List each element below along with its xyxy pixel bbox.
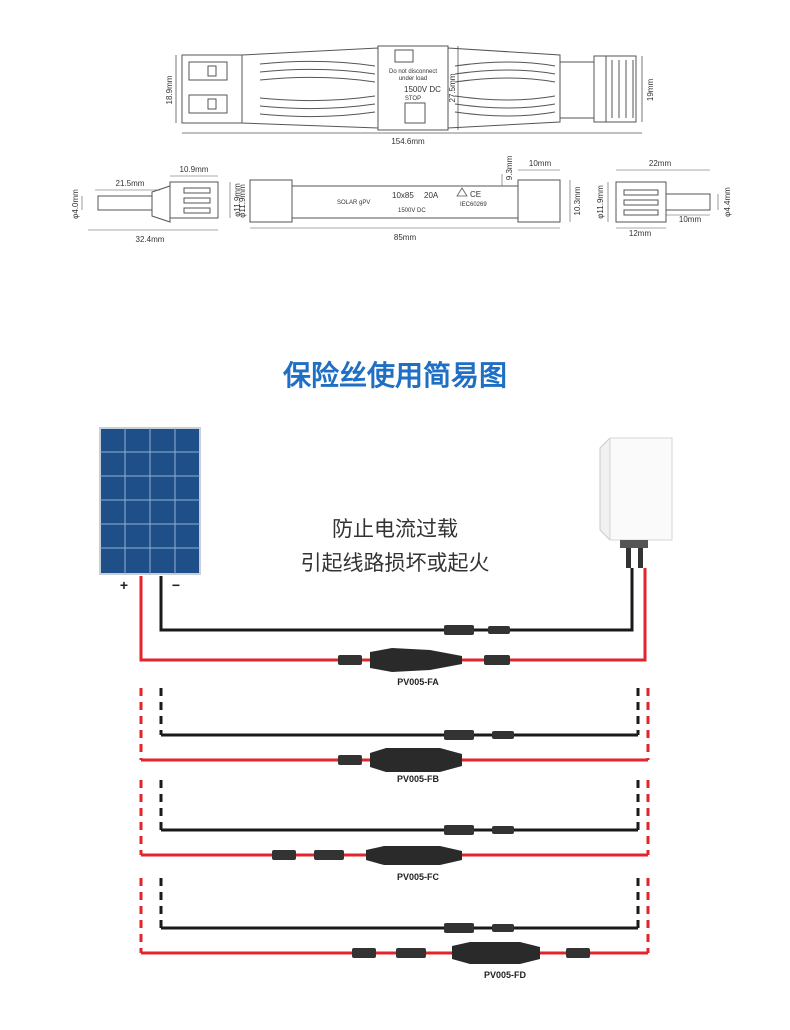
wiring-row-fc bbox=[139, 780, 650, 865]
connector-a-red-1 bbox=[338, 655, 362, 665]
minus-label: − bbox=[172, 577, 180, 593]
right-rib-3 bbox=[454, 77, 556, 83]
connector-b-black-2 bbox=[492, 731, 514, 739]
connector-a-black-2 bbox=[488, 626, 510, 634]
left-rib-1 bbox=[259, 60, 376, 67]
dim-right-height: 19mm bbox=[646, 79, 655, 102]
right-sleeve bbox=[559, 61, 595, 119]
fuse-holder-fc bbox=[366, 846, 462, 865]
connector-d-red-3 bbox=[566, 948, 590, 958]
voltage-label: 1500V DC bbox=[404, 85, 441, 94]
warning-label-line-1: Do not disconnect bbox=[389, 69, 437, 75]
inverter bbox=[599, 437, 673, 568]
right-rib-5 bbox=[454, 103, 556, 109]
female-connector-drawing bbox=[607, 169, 719, 229]
warning-line-1: 防止电流过载 bbox=[332, 517, 458, 541]
dim-left-total: 32.4mm bbox=[136, 235, 165, 244]
connector-c-black-1 bbox=[444, 825, 474, 835]
dim-right-body-dia: φ11.9mm bbox=[596, 185, 605, 219]
fuse-size: 10x85 bbox=[392, 191, 414, 200]
left-plug-slot-bottom bbox=[188, 94, 228, 114]
fuse-type: SOLAR gPV bbox=[337, 200, 370, 206]
connector-c-black-2 bbox=[492, 826, 514, 834]
right-rib-4 bbox=[454, 95, 556, 101]
dim-left-height: 18.9mm bbox=[165, 75, 174, 104]
wiring-row-fd bbox=[139, 878, 650, 964]
model-label-fc: PV005-FC bbox=[397, 872, 440, 882]
warning-line-2: 引起线路损坏或起火 bbox=[301, 551, 490, 575]
plus-label: + bbox=[120, 577, 128, 593]
fuse-voltage: 1500V DC bbox=[398, 208, 426, 214]
male-pin-drawing bbox=[81, 175, 231, 231]
top-connector-drawing bbox=[181, 45, 637, 131]
fuse-holder-fd bbox=[452, 942, 540, 964]
wiring-row-fa bbox=[139, 568, 647, 672]
dim-pin-length: 21.5mm bbox=[116, 179, 145, 188]
model-label-fb: PV005-FB bbox=[397, 774, 440, 784]
dim-right-width: 22mm bbox=[649, 159, 672, 168]
top-dimension-lines bbox=[175, 46, 643, 134]
dim-fuse-body-height: 10.3mm bbox=[573, 186, 582, 215]
dim-fuse-total: 85mm bbox=[394, 233, 417, 242]
connector-c-red-1 bbox=[272, 850, 296, 860]
dim-right-pin-dia: φ4.4mm bbox=[723, 187, 732, 217]
left-taper bbox=[241, 47, 379, 129]
fuse-rating: 20A bbox=[424, 191, 439, 200]
page-title: 保险丝使用简易图 bbox=[283, 359, 507, 392]
dim-fuse-body-dia: φ11.9mm bbox=[238, 184, 247, 218]
center-housing-lock bbox=[404, 102, 426, 124]
stop-label: STOP bbox=[405, 96, 421, 102]
connector-d-red-1 bbox=[352, 948, 376, 958]
left-rib-6 bbox=[259, 111, 376, 118]
dim-left-body-dia: φ11.9mm bbox=[233, 183, 242, 217]
dim-center-height: 27.5mm bbox=[448, 73, 457, 102]
right-nut bbox=[605, 55, 637, 123]
fuse-holder-fa bbox=[370, 648, 462, 672]
connector-d-black-1 bbox=[444, 923, 474, 933]
connector-d-red-2 bbox=[396, 948, 426, 958]
left-plug-pin-top bbox=[207, 65, 217, 77]
connector-b-black-1 bbox=[444, 730, 474, 740]
right-nut-ring bbox=[593, 55, 607, 123]
connector-c-red-2 bbox=[314, 850, 344, 860]
dim-body-width: 10.9mm bbox=[180, 165, 209, 174]
left-rib-5 bbox=[259, 103, 376, 110]
right-rib-1 bbox=[454, 61, 556, 67]
connector-a-red-2 bbox=[484, 655, 510, 665]
ce-mark-icon: CE bbox=[470, 190, 481, 199]
wiring-row-fb bbox=[139, 688, 650, 772]
right-rib-2 bbox=[454, 69, 556, 75]
model-label-fd: PV005-FD bbox=[484, 970, 527, 980]
dim-cap-width: 10mm bbox=[529, 159, 552, 168]
left-rib-2 bbox=[259, 68, 376, 75]
left-plug-slot-top bbox=[188, 61, 228, 81]
right-rib-6 bbox=[454, 111, 556, 117]
model-label-fa: PV005-FA bbox=[397, 677, 439, 687]
warning-label-line-2: under load bbox=[399, 76, 427, 82]
dim-cap-height: 9.3mm bbox=[505, 155, 514, 180]
connector-d-black-2 bbox=[492, 924, 514, 932]
center-housing-window bbox=[394, 49, 414, 63]
fuse-drawing bbox=[249, 169, 571, 229]
dim-total-length: 154.6mm bbox=[391, 137, 425, 146]
left-rib-4 bbox=[259, 95, 376, 102]
connector-a-black-1 bbox=[444, 625, 474, 635]
dim-right-body: 12mm bbox=[629, 229, 652, 238]
fuse-holder-fb bbox=[370, 748, 462, 772]
right-taper bbox=[447, 47, 561, 129]
left-rib-3 bbox=[259, 76, 376, 83]
left-plug-pin-bottom bbox=[207, 98, 217, 110]
dim-pin-dia: φ4.0mm bbox=[71, 189, 80, 219]
solar-panel bbox=[99, 427, 201, 575]
fuse-standard: IEC60269 bbox=[460, 202, 487, 208]
dim-right-pin: 10mm bbox=[679, 215, 702, 224]
connector-b-red-1 bbox=[338, 755, 362, 765]
